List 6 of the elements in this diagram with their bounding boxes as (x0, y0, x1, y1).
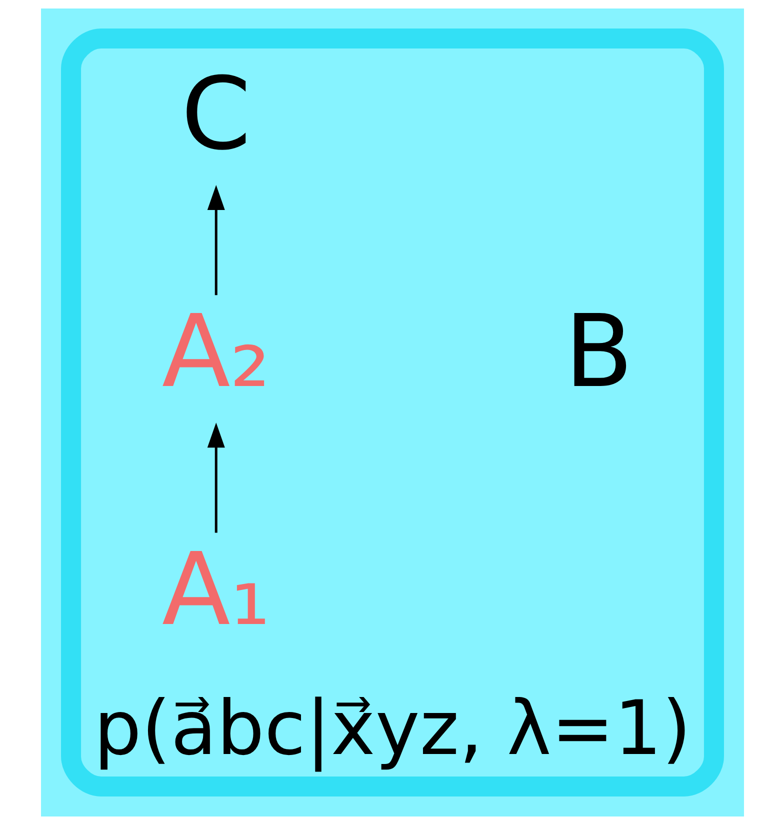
arrow (206, 184, 224, 296)
node-text: C (180, 56, 251, 173)
node-text: A₂ (161, 293, 270, 410)
node-text: A₁ (161, 530, 270, 648)
arrow (206, 422, 224, 533)
node-text: B (564, 293, 633, 410)
